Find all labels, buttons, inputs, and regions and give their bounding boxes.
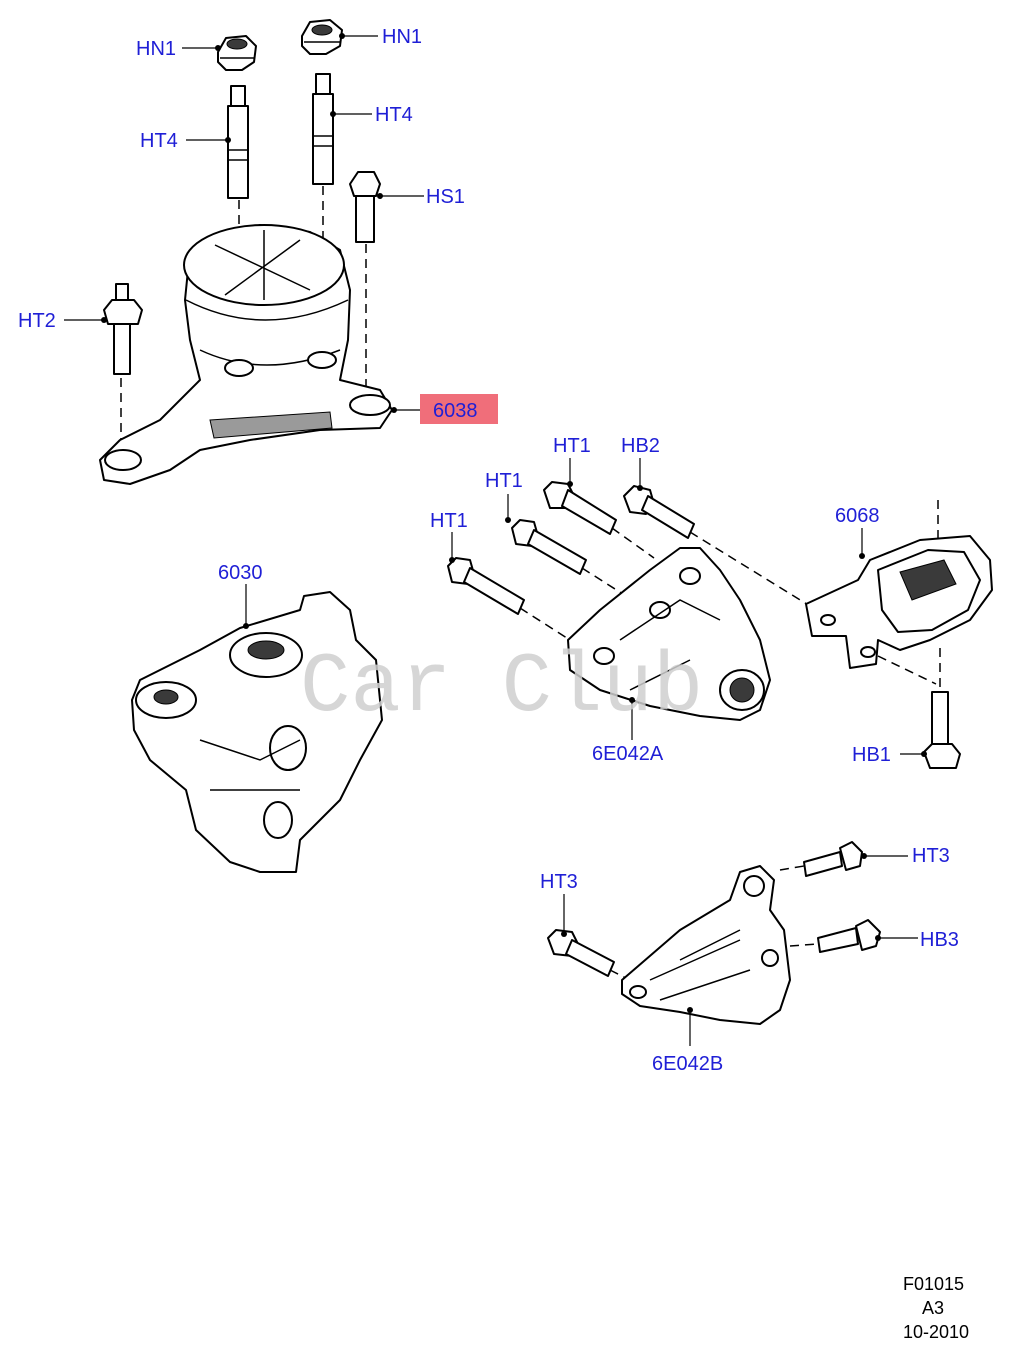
label-hn1-right: HN1: [382, 26, 422, 48]
label-ht3-left: HT3: [540, 871, 578, 893]
label-ht3-right: HT3: [912, 845, 950, 867]
hn1-nut-left: [217, 35, 257, 71]
ht1-bolt-mid: [511, 519, 587, 575]
label-ht1-low: HT1: [430, 510, 468, 532]
hb3-bolt: [817, 919, 881, 953]
label-6038: 6038: [433, 400, 478, 422]
label-6e042b: 6E042B: [652, 1053, 723, 1075]
label-hb3: HB3: [920, 929, 959, 951]
mount-6038-body: [99, 224, 393, 485]
label-ht4-left: HT4: [140, 130, 178, 152]
bracket-6e042b-body: [621, 865, 791, 1025]
label-hn1-left: HN1: [136, 38, 176, 60]
hb2-bolt: [623, 485, 695, 539]
leader-lines: [64, 33, 927, 1046]
bracket-6030: [131, 591, 383, 873]
ht3-bolt-left: [547, 929, 615, 977]
callout-labels: HN1 HN1 HT4 HT4 HS1 HT2 6038 6030 HT1 HB…: [18, 26, 959, 1075]
hs1-bolt: [349, 171, 381, 243]
figure-sheet: A3: [922, 1298, 944, 1318]
highlight-6038-box: [420, 394, 498, 424]
label-hb1: HB1: [852, 744, 891, 766]
label-6e042a: 6E042A: [592, 743, 664, 765]
ht4-stud-right: [312, 73, 334, 185]
bracket-6e042a-group: [447, 481, 811, 721]
watermark: Car Club: [300, 641, 703, 736]
label-hb2: HB2: [621, 435, 660, 457]
figure-footer: F01015 A3 10-2010: [903, 1274, 969, 1342]
figure-code: F01015: [903, 1274, 964, 1294]
mount-6068-body: [805, 535, 993, 669]
hn1-nut-right: [301, 19, 343, 55]
label-ht1-mid: HT1: [485, 470, 523, 492]
bracket-6e042a-body: [567, 547, 771, 721]
ht2-stud: [103, 283, 143, 375]
ht1-bolt-top: [543, 481, 617, 535]
mount-6068-group: [805, 500, 993, 769]
bracket-6e042b-group: [547, 841, 881, 1025]
ht3-bolt-right: [803, 841, 863, 877]
figure-date: 10-2010: [903, 1322, 969, 1342]
label-ht4-right: HT4: [375, 104, 413, 126]
ht4-stud-left: [227, 85, 249, 199]
engine-mount-6038-group: [99, 19, 393, 485]
hb1-bolt: [923, 691, 961, 769]
label-hs1: HS1: [426, 186, 465, 208]
label-6030: 6030: [218, 562, 263, 584]
label-ht1-top: HT1: [553, 435, 591, 457]
ht1-bolt-low: [447, 557, 525, 615]
label-ht2: HT2: [18, 310, 56, 332]
label-6068: 6068: [835, 505, 880, 527]
